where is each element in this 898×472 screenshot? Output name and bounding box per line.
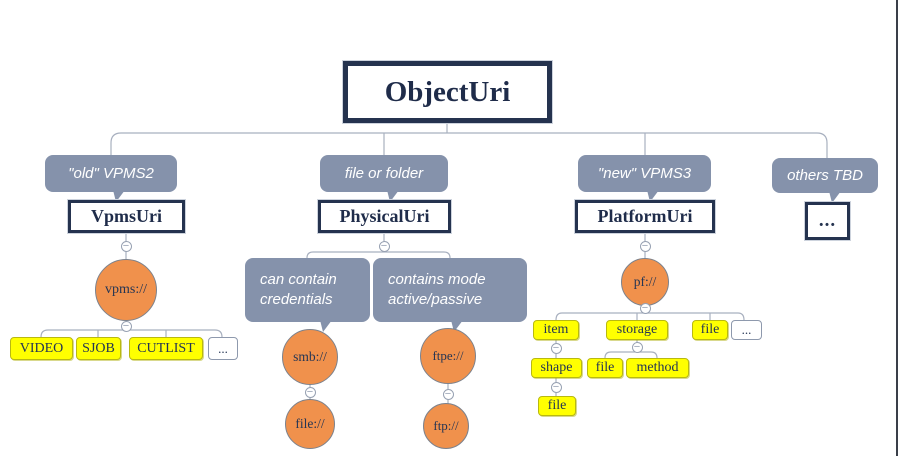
collapse-icon[interactable]: − <box>304 386 316 398</box>
leaf-more-vpms[interactable]: ... <box>208 337 238 360</box>
leaf-file[interactable]: file <box>692 320 728 340</box>
leaf-label: item <box>543 322 569 337</box>
collapse-icon[interactable]: − <box>631 341 643 353</box>
node-file-scheme[interactable]: file:// <box>285 399 335 449</box>
note-label: "new" VPMS3 <box>597 164 692 182</box>
bubble-tail <box>113 190 125 202</box>
node-label: PlatformUri <box>597 206 693 226</box>
root-label: ObjectUri <box>384 75 511 108</box>
scheme-label: pf:// <box>633 274 657 289</box>
root-node-objecturi[interactable]: ObjectUri <box>343 61 552 123</box>
leaf-label: file <box>700 322 720 337</box>
node-vpms-scheme[interactable]: vpms:// <box>95 259 157 321</box>
leaf-label: shape <box>540 360 573 375</box>
collapse-icon[interactable]: − <box>550 342 562 354</box>
node-pf-scheme[interactable]: pf:// <box>621 258 669 306</box>
window-edge <box>896 0 898 456</box>
note-file-or-folder[interactable]: file or folder <box>320 155 448 202</box>
note-contains-mode[interactable]: contains mode active/passive <box>373 258 527 332</box>
collapse-icon[interactable]: − <box>120 320 132 332</box>
leaf-more-platform[interactable]: ... <box>731 320 762 340</box>
leaf-item[interactable]: item <box>533 320 579 340</box>
leaf-sjob[interactable]: SJOB <box>76 337 121 360</box>
note-label: others TBD <box>787 166 863 184</box>
leaf-label: storage <box>616 322 658 337</box>
scheme-label: ftpe:// <box>432 348 464 363</box>
leaf-method[interactable]: method <box>626 358 689 378</box>
leaf-storage[interactable]: storage <box>606 320 668 340</box>
leaf-video[interactable]: VIDEO <box>10 337 73 360</box>
scheme-label: smb:// <box>293 349 327 364</box>
node-label: ... <box>818 210 837 231</box>
leaf-label: file <box>547 398 567 413</box>
note-new-vpms3[interactable]: "new" VPMS3 <box>578 155 711 202</box>
bubble-tail <box>320 320 332 332</box>
collapse-icon[interactable]: − <box>120 240 132 252</box>
note-others-tbd[interactable]: others TBD <box>772 158 878 203</box>
node-ftpe-scheme[interactable]: ftpe:// <box>420 328 476 384</box>
node-vpmsuri[interactable]: VpmsUri <box>68 200 185 233</box>
node-label: VpmsUri <box>91 206 162 226</box>
leaf-cutlist[interactable]: CUTLIST <box>129 337 203 360</box>
leaf-label: SJOB <box>82 340 115 356</box>
node-others-more[interactable]: ... <box>805 202 850 240</box>
leaf-shape[interactable]: shape <box>531 358 582 378</box>
scheme-label: ftp:// <box>433 418 459 433</box>
note-old-vpms2[interactable]: "old" VPMS2 <box>45 155 177 202</box>
leaf-label: VIDEO <box>19 340 64 356</box>
node-label: PhysicalUri <box>339 206 430 226</box>
collapse-icon[interactable]: − <box>378 240 390 252</box>
note-label: contains mode active/passive <box>388 271 486 308</box>
node-ftp-scheme[interactable]: ftp:// <box>423 403 469 449</box>
leaf-label: method <box>636 360 679 375</box>
leaf-label: file <box>595 360 615 375</box>
note-label: can contain credentials <box>260 271 337 308</box>
node-physicaluri[interactable]: PhysicalUri <box>318 200 451 233</box>
leaf-storage-file[interactable]: file <box>587 358 623 378</box>
collapse-icon[interactable]: − <box>639 302 651 314</box>
leaf-shape-file[interactable]: file <box>538 396 576 416</box>
note-label: "old" VPMS2 <box>68 164 154 182</box>
collapse-icon[interactable]: − <box>550 381 562 393</box>
note-can-contain-credentials[interactable]: can contain credentials <box>245 258 370 332</box>
bubble-tail <box>387 190 399 202</box>
node-platformuri[interactable]: PlatformUri <box>575 200 715 233</box>
scheme-label: file:// <box>295 416 325 431</box>
leaf-label: ... <box>218 340 228 356</box>
node-smb-scheme[interactable]: smb:// <box>282 329 338 385</box>
bubble-tail <box>829 191 841 203</box>
note-label: file or folder <box>344 164 424 182</box>
collapse-icon[interactable]: − <box>442 388 454 400</box>
leaf-label: ... <box>741 322 752 337</box>
scheme-label: vpms:// <box>104 282 147 297</box>
bubble-tail <box>647 190 659 202</box>
collapse-icon[interactable]: − <box>639 240 651 252</box>
leaf-label: CUTLIST <box>137 340 195 356</box>
